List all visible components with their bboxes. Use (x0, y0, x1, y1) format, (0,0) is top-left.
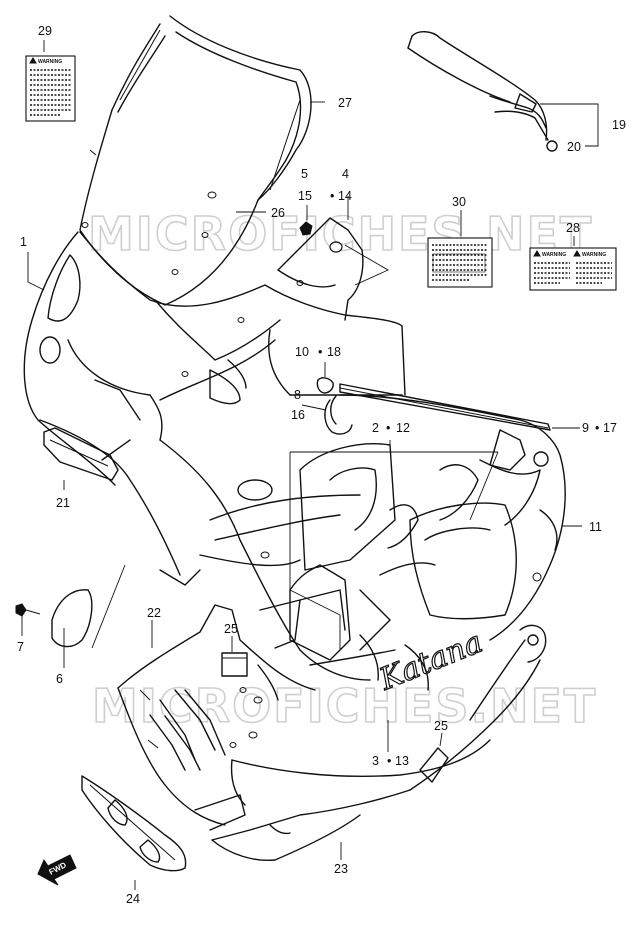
callout-18: 18 (327, 345, 341, 359)
callout-14: 14 (338, 189, 352, 203)
part-lower-cowling (117, 604, 547, 862)
callout-27: 27 (338, 96, 352, 110)
part-clip (301, 395, 353, 435)
part-upper-cowling (23, 231, 403, 576)
label-28-heading-left: WARNING (542, 252, 566, 258)
callout-29: 29 (38, 24, 52, 38)
callout-4: 4 (342, 167, 349, 181)
label-28-heading-right: WARNING (582, 252, 606, 258)
callout-1: 1 (20, 235, 27, 249)
callout-numbers: 29 27 26 1 5 15 4 • 14 30 28 19 20 10 • … (17, 24, 626, 906)
callout-5: 5 (301, 167, 308, 181)
label-28-warning: WARNING WARNING (529, 247, 617, 291)
callout-12: 12 (396, 421, 410, 435)
label-29-heading: WARNING (38, 59, 62, 65)
part-trim-strip (339, 383, 551, 431)
part-cover-screw (15, 603, 41, 617)
callout-20: 20 (567, 140, 581, 154)
part-screw (299, 205, 313, 236)
part-side-bracket (277, 217, 389, 321)
part-side-cover (51, 564, 126, 649)
part-inner-vent (43, 427, 119, 481)
callout-13: 13 (395, 754, 409, 768)
callout-2: 2 (372, 421, 379, 435)
callout-25-right: 25 (434, 719, 448, 733)
callout-9: 9 (582, 421, 589, 435)
callout-3: 3 (372, 754, 379, 768)
fwd-arrow-icon: FWD (37, 854, 77, 886)
part-mirror-bracket (407, 31, 599, 152)
callout-24: 24 (126, 892, 140, 906)
part-lower-side-panel (81, 775, 187, 872)
callout-17: 17 (603, 421, 617, 435)
callout-23: 23 (334, 862, 348, 876)
watermark-top: MICROFICHES.NET (88, 207, 593, 261)
part-windscreen-frame (111, 15, 312, 201)
part-inner-duct (259, 451, 499, 661)
callout-25-left: 25 (224, 622, 238, 636)
callout-30: 30 (452, 195, 466, 209)
callout-11: 11 (589, 520, 602, 534)
callout-bullet-14: • (330, 189, 334, 203)
part-right-cowling (299, 394, 566, 651)
callout-bullet-17: • (595, 421, 599, 435)
callout-21: 21 (56, 496, 70, 510)
callout-6: 6 (56, 672, 63, 686)
label-30-info (427, 237, 493, 288)
part-side-cowling (154, 299, 406, 681)
callout-bullet-13: • (387, 754, 391, 768)
callout-28: 28 (566, 221, 580, 235)
callout-8: 8 (294, 388, 301, 402)
callout-22: 22 (147, 606, 161, 620)
part-pad-left (221, 636, 248, 677)
callout-19: 19 (612, 118, 626, 132)
callout-15: 15 (298, 189, 312, 203)
watermark-bottom: MICROFICHES.NET (92, 679, 597, 733)
callout-16: 16 (291, 408, 305, 422)
label-29-warning: WARNING (25, 55, 76, 122)
callout-bullet-12: • (386, 421, 390, 435)
callout-7: 7 (17, 640, 24, 654)
part-nut (316, 362, 334, 394)
callout-26: 26 (271, 206, 285, 220)
callout-bullet-18: • (318, 345, 322, 359)
part-pad-right (419, 732, 449, 783)
callout-10: 10 (295, 345, 309, 359)
leader-lines (21, 40, 582, 890)
